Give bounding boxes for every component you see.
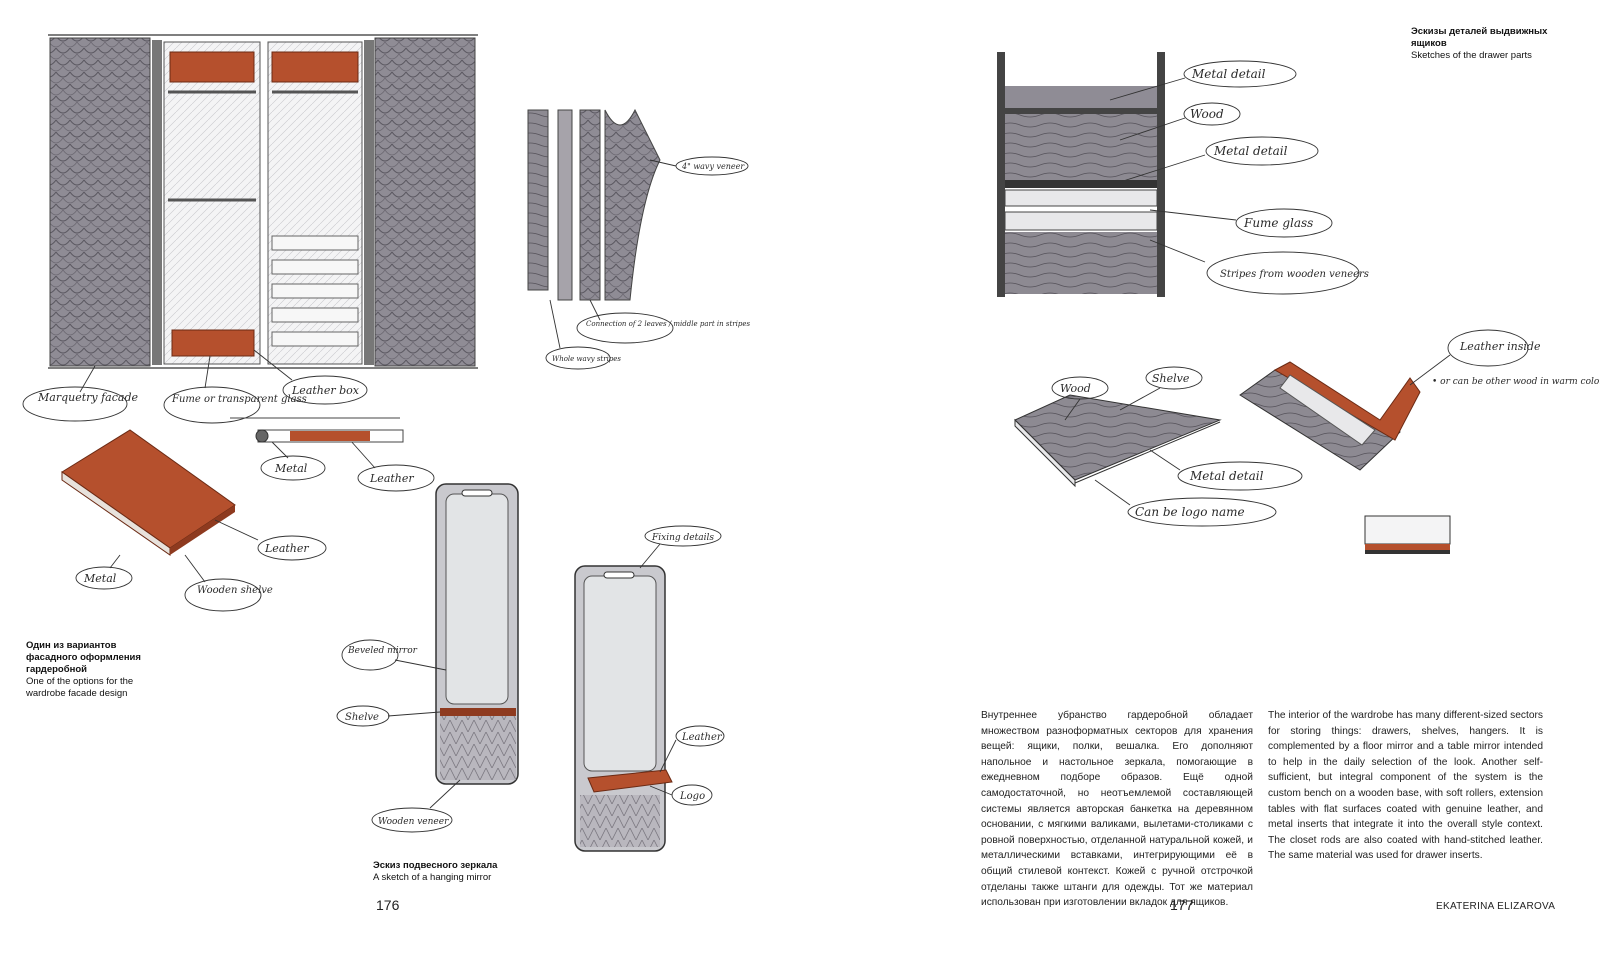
label-wooden-veneer: Wooden veneer	[378, 817, 449, 827]
label-leather-shelf: Leather	[264, 542, 309, 555]
label-metal-shelf: Metal	[83, 572, 117, 585]
label-stripes-left: Whole wavy stripes	[552, 355, 621, 363]
label-leather-mirror: Leather	[681, 732, 723, 743]
label-fume-glass: Fume glass	[1243, 216, 1313, 230]
wardrobe-labels	[22, 349, 435, 492]
author-name: EKATERINA ELIZAROVA	[1436, 901, 1556, 912]
label-metal-detail-2: Metal detail	[1213, 144, 1288, 158]
hanging-mirror-sketch	[574, 565, 673, 852]
shelve-board-sketch	[1014, 394, 1222, 488]
leather-corner-sketch	[1239, 361, 1421, 471]
label-fixing: Fixing details	[651, 533, 714, 543]
caption-wardrobe: Один из вариантов фасадного оформления г…	[26, 640, 156, 700]
leather-shelf-sketch	[61, 429, 236, 556]
label-shelve-mirror: Shelve	[345, 712, 379, 723]
caption-wardrobe-en: One of the options for the wardrobe faca…	[26, 676, 134, 699]
caption-drawer-ru: Эскизы деталей выдвижных ящиков	[1411, 26, 1548, 49]
label-leather: Leather	[369, 472, 414, 485]
label-veneer: 4" wavy veneer	[681, 162, 745, 171]
label-wooden-shelve: Wooden shelve	[197, 585, 273, 596]
drawer-section-sketch	[997, 52, 1165, 297]
label-shelve-right: Shelve	[1152, 372, 1190, 385]
label-leather-inside: Leather inside	[1459, 340, 1541, 353]
caption-wardrobe-ru: Один из вариантов фасадного оформления г…	[26, 640, 141, 675]
body-text-ru: Внутреннее убранство гардеробной обладае…	[981, 710, 1253, 909]
page-number-left: 176	[376, 897, 400, 913]
label-metal: Metal	[274, 462, 308, 475]
small-detail-sketch	[1364, 515, 1451, 554]
label-stripes-veneer: Stripes from wooden veneers	[1220, 269, 1369, 280]
label-wood-1: Wood	[1190, 107, 1224, 121]
caption-mirror-en: A sketch of a hanging mirror	[373, 872, 492, 883]
label-connection: Connection of 2 leaves / middle part in …	[586, 320, 750, 328]
caption-drawer-en: Sketches of the drawer parts	[1411, 50, 1532, 61]
label-logo-name: Can be logo name	[1135, 505, 1245, 519]
label-leather-box: Leather box	[291, 384, 360, 397]
label-logo: Logo	[679, 791, 705, 802]
body-text-en: The interior of the wardrobe has many di…	[1268, 710, 1543, 862]
label-glass: Fume or transparent glass	[171, 394, 307, 405]
caption-mirror: Эскиз подвесного зеркала A sketch of a h…	[373, 860, 523, 884]
wardrobe-sketch	[48, 34, 478, 369]
label-wood-2: Wood	[1060, 382, 1091, 395]
page-number-right: 177	[1170, 897, 1194, 913]
caption-drawer: Эскизы деталей выдвижных ящиков Sketches…	[1411, 26, 1561, 62]
label-beveled: Beveled mirror	[347, 646, 418, 656]
caption-mirror-ru: Эскиз подвесного зеркала	[373, 860, 498, 871]
label-metal-detail-3: Metal detail	[1189, 469, 1264, 483]
veneer-detail-sketch	[527, 108, 661, 301]
label-marquetry: Marquetry facade	[37, 391, 138, 404]
floor-mirror-sketch	[435, 483, 519, 785]
closet-rod-sketch	[230, 417, 404, 443]
label-other-wood: • or can be other wood in warm color / n…	[1432, 377, 1600, 387]
label-metal-detail-1: Metal detail	[1191, 67, 1266, 81]
